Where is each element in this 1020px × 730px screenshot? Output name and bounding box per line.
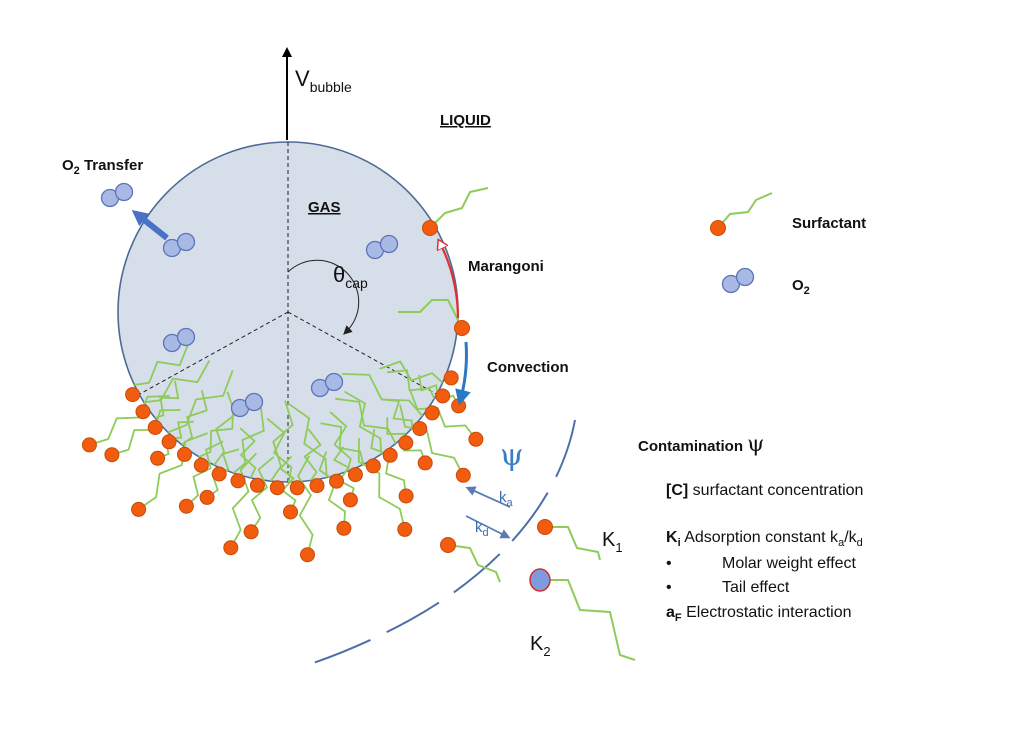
o2-molecules: [100, 182, 399, 418]
psi-symbol: ψ: [500, 438, 524, 473]
o2-transfer-arrow: [131, 210, 169, 241]
angle-arc: [287, 259, 360, 335]
bulk-species: [440, 519, 636, 661]
bullet-tail-effect: Tail effect: [722, 579, 790, 596]
kd-arrow: [465, 515, 511, 539]
adsorbed-surfactant-layer: [81, 370, 484, 563]
sector-lines: [137, 142, 439, 482]
legend-surfactant-icon: [710, 220, 726, 236]
bullet-marker-2: •: [666, 579, 672, 596]
liquid-label: LIQUID: [440, 112, 491, 129]
ka-label: ka: [499, 489, 514, 509]
bullet-marker-1: •: [666, 555, 672, 572]
concentration-line: [C] surfactant concentration: [666, 482, 863, 499]
adsorbed-tails-inside: [130, 344, 447, 482]
velocity-label: Vbubble: [295, 66, 352, 95]
contamination-label: Contamination ψ: [638, 432, 764, 457]
adsorption-line: Ki Adsorption constant ka/kd: [666, 529, 863, 549]
free-surfactants: [398, 187, 489, 336]
convection-arrow: [455, 341, 471, 406]
gas-label: GAS: [308, 199, 341, 216]
info-block: Contamination ψ [C] surfactant concentra…: [638, 432, 863, 624]
legend-o2-icon: [721, 267, 755, 294]
legend-surfactant-tail: [717, 192, 773, 229]
k2-label: K2: [530, 633, 551, 659]
o2-transfer-label: O2 Transfer: [62, 157, 143, 177]
kd-label: kd: [475, 519, 489, 539]
convection-label: Convection: [487, 359, 569, 376]
legend-surfactant-label: Surfactant: [792, 215, 866, 232]
marangoni-label: Marangoni: [468, 258, 544, 275]
angle-label: θcap: [333, 262, 368, 291]
ka-arrow: [465, 486, 511, 508]
k1-label: K1: [602, 529, 623, 555]
legend-o2-label: O2: [792, 277, 810, 297]
marangoni-arrow: [440, 243, 460, 319]
electrostatic-line: aF Electrostatic interaction: [666, 604, 852, 624]
contamination-boundary: [297, 419, 576, 669]
bullet-molar-weight: Molar weight effect: [722, 555, 857, 572]
legend: Surfactant O2: [710, 192, 866, 297]
